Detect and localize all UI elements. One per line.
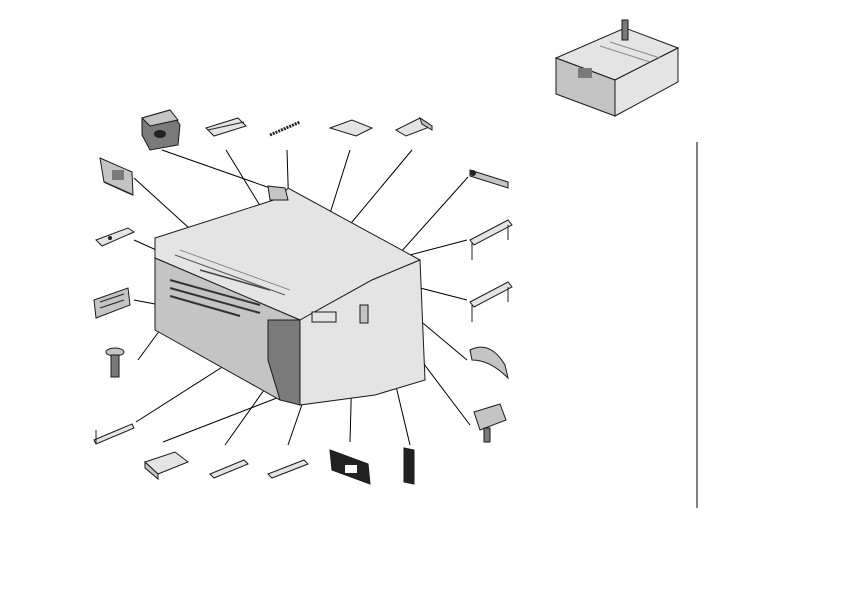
part-frame-1 <box>469 219 513 260</box>
part-roller <box>469 169 509 189</box>
tray-side <box>614 47 679 117</box>
part-guide-2 <box>267 459 309 479</box>
part-connector <box>93 287 131 319</box>
side-slot <box>359 304 369 324</box>
leader-strip <box>135 356 239 423</box>
part-screw <box>105 347 125 378</box>
printer-front-panel <box>267 319 301 406</box>
part-spring <box>269 120 301 137</box>
front-vents <box>169 269 271 317</box>
inset-tray-unit <box>554 19 680 117</box>
part-cover-block <box>141 109 181 151</box>
side-latch <box>311 311 337 323</box>
printer-rear-hump <box>267 185 289 201</box>
part-frame-2 <box>469 281 513 322</box>
leader-plate <box>162 395 283 443</box>
part-long-strip <box>93 423 135 445</box>
part-bracket-top <box>205 117 247 137</box>
part-clip <box>473 403 507 443</box>
part-circuit-board <box>99 157 134 196</box>
leader-screw <box>137 329 161 361</box>
part-curved-guide <box>469 346 509 380</box>
part-tab-1 <box>328 119 374 137</box>
printer-body <box>154 185 426 406</box>
top-ribs <box>174 249 291 296</box>
part-tab-2 <box>394 116 434 137</box>
part-pcb-board <box>329 449 371 485</box>
part-rail <box>95 227 136 247</box>
part-guide-1 <box>209 459 249 479</box>
tray-tab <box>621 19 629 41</box>
part-vertical-bar <box>403 447 415 485</box>
tray-label <box>578 68 592 78</box>
part-base-plate <box>144 451 190 481</box>
